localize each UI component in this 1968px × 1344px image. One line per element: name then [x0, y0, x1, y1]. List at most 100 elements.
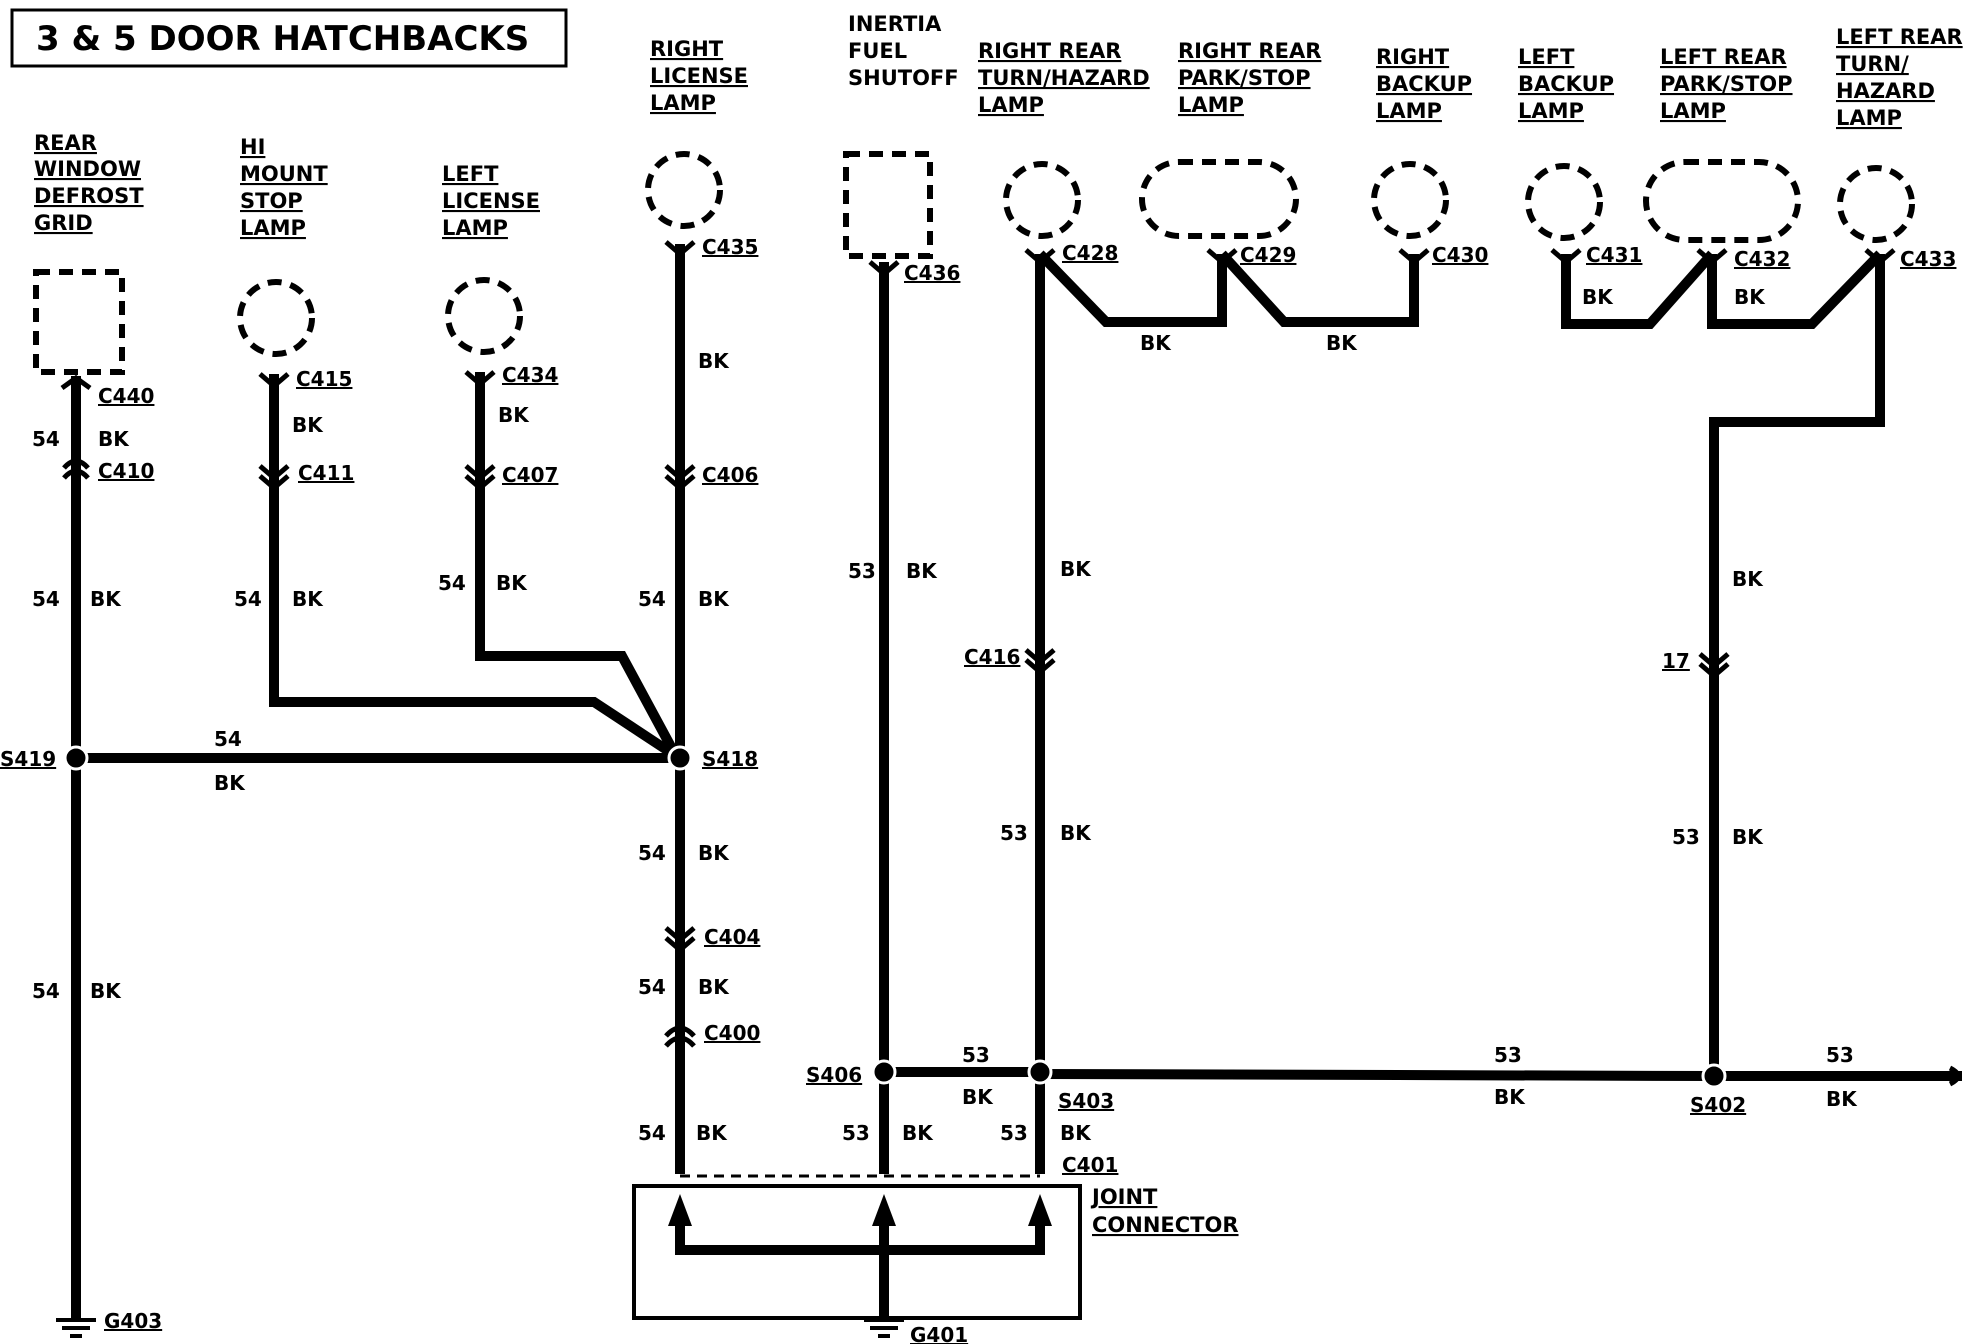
left-backup-lamp-component — [1525, 163, 1603, 241]
svg-text:BK: BK — [1060, 1121, 1092, 1145]
svg-text:BACKUP: BACKUP — [1376, 72, 1472, 96]
svg-text:BK: BK — [698, 349, 730, 373]
connector-c433-label: C433 — [1900, 247, 1956, 271]
hi-mount-stop-lamp-component — [237, 279, 315, 357]
svg-text:BK: BK — [906, 559, 938, 583]
connector-symbols — [60, 240, 1961, 1087]
splice-s402-dot — [1701, 1063, 1727, 1089]
ground-g401-symbol — [864, 1318, 904, 1338]
wires — [71, 244, 1962, 1318]
right-license-lamp-component — [645, 151, 723, 229]
svg-text:BK: BK — [1826, 1087, 1858, 1111]
label-right-rear-park-stop-lamp: RIGHT REAR PARK/STOP LAMP — [1178, 39, 1321, 117]
svg-text:RIGHT REAR: RIGHT REAR — [1178, 39, 1321, 63]
connector-c435-label: C435 — [702, 235, 758, 259]
svg-text:LAMP: LAMP — [1376, 99, 1442, 123]
label-joint-connector: JOINT CONNECTOR — [1090, 1185, 1239, 1237]
splice-s403-label: S403 — [1058, 1089, 1114, 1113]
connector-c416-label: C416 — [964, 645, 1020, 669]
svg-text:FUEL: FUEL — [848, 39, 907, 63]
svg-text:53: 53 — [848, 559, 876, 583]
svg-text:HI: HI — [240, 135, 265, 159]
connector-c431-label: C431 — [1586, 243, 1642, 267]
svg-text:RIGHT REAR: RIGHT REAR — [978, 39, 1121, 63]
ground-g401-label: G401 — [910, 1323, 968, 1344]
svg-text:MOUNT: MOUNT — [240, 162, 328, 186]
splice-s418-dot — [667, 745, 693, 771]
svg-text:STOP: STOP — [240, 189, 303, 213]
svg-text:BK: BK — [98, 427, 130, 451]
svg-text:RIGHT: RIGHT — [1376, 45, 1450, 69]
inertia-fuel-shutoff-component — [843, 151, 933, 259]
svg-text:BK: BK — [698, 587, 730, 611]
svg-text:BK: BK — [698, 841, 730, 865]
splice-s418-label: S418 — [702, 747, 758, 771]
svg-text:54: 54 — [638, 1121, 666, 1145]
label-right-license-lamp: RIGHT LICENSE LAMP — [650, 37, 748, 115]
svg-text:DEFROST: DEFROST — [34, 184, 144, 208]
connector-c411-label: C411 — [298, 461, 354, 485]
svg-text:BK: BK — [902, 1121, 934, 1145]
svg-text:BK: BK — [292, 413, 324, 437]
svg-text:53: 53 — [1672, 825, 1700, 849]
left-rear-turn-hazard-lamp-component — [1837, 165, 1915, 243]
svg-text:LAMP: LAMP — [1178, 93, 1244, 117]
svg-text:INERTIA: INERTIA — [848, 12, 942, 36]
svg-text:BK: BK — [292, 587, 324, 611]
svg-text:LICENSE: LICENSE — [650, 64, 748, 88]
svg-text:BK: BK — [498, 403, 530, 427]
svg-text:LICENSE: LICENSE — [442, 189, 540, 213]
right-backup-lamp-component — [1371, 161, 1449, 239]
svg-text:BK: BK — [698, 975, 730, 999]
label-left-rear-park-stop-lamp: LEFT REAR PARK/STOP LAMP — [1660, 45, 1793, 123]
connector-c440-label: C440 — [98, 384, 154, 408]
label-right-backup-lamp: RIGHT BACKUP LAMP — [1376, 45, 1472, 123]
svg-text:BK: BK — [1060, 821, 1092, 845]
label-left-rear-turn-hazard-lamp: LEFT REAR TURN/ HAZARD LAMP — [1836, 25, 1963, 130]
svg-text:54: 54 — [32, 979, 60, 1003]
svg-text:PARK/STOP: PARK/STOP — [1178, 66, 1311, 90]
splice-s419-label: S419 — [0, 747, 56, 771]
svg-text:BK: BK — [1582, 285, 1614, 309]
left-license-lamp-component — [445, 277, 523, 355]
svg-text:BK: BK — [90, 979, 122, 1003]
svg-text:53: 53 — [962, 1043, 990, 1067]
svg-text:WINDOW: WINDOW — [34, 157, 141, 181]
page-title: 3 & 5 DOOR HATCHBACKS — [36, 19, 529, 59]
label-left-license-lamp: LEFT LICENSE LAMP — [442, 162, 540, 240]
left-rear-park-stop-lamp-component — [1643, 159, 1801, 243]
svg-text:LAMP: LAMP — [1518, 99, 1584, 123]
connector-c401-label: C401 — [1062, 1153, 1118, 1177]
connector-c436-label: C436 — [904, 261, 960, 285]
label-rear-window-defrost-grid: REAR WINDOW DEFROST GRID — [34, 131, 144, 235]
svg-text:BK: BK — [696, 1121, 728, 1145]
right-rear-turn-hazard-lamp-component — [1003, 161, 1081, 239]
svg-text:HAZARD: HAZARD — [1836, 79, 1935, 103]
svg-text:BK: BK — [1494, 1085, 1526, 1109]
splice-s403-dot — [1027, 1059, 1053, 1085]
svg-text:BK: BK — [90, 587, 122, 611]
connector-c400-label: C400 — [704, 1021, 760, 1045]
splice-s402-label: S402 — [1690, 1093, 1746, 1117]
svg-text:BK: BK — [1326, 331, 1358, 355]
svg-text:LEFT REAR: LEFT REAR — [1836, 25, 1963, 49]
connector-c406-label: C406 — [702, 463, 758, 487]
label-left-backup-lamp: LEFT BACKUP LAMP — [1518, 45, 1614, 123]
connector-c429-label: C429 — [1240, 243, 1296, 267]
connector-c415-label: C415 — [296, 367, 352, 391]
svg-text:54: 54 — [32, 587, 60, 611]
splice-s419-dot — [63, 745, 89, 771]
svg-text:54: 54 — [638, 841, 666, 865]
svg-text:BK: BK — [214, 771, 246, 795]
connector-c410-label: C410 — [98, 459, 154, 483]
svg-text:TURN/: TURN/ — [1836, 52, 1909, 76]
svg-text:REAR: REAR — [34, 131, 97, 155]
svg-text:LAMP: LAMP — [1660, 99, 1726, 123]
svg-text:BK: BK — [962, 1085, 994, 1109]
svg-text:53: 53 — [1826, 1043, 1854, 1067]
svg-text:CONNECTOR: CONNECTOR — [1092, 1213, 1239, 1237]
svg-text:BK: BK — [1732, 567, 1764, 591]
svg-text:PARK/STOP: PARK/STOP — [1660, 72, 1793, 96]
connector-c417-label: 17 — [1662, 649, 1690, 673]
svg-text:GRID: GRID — [34, 211, 93, 235]
